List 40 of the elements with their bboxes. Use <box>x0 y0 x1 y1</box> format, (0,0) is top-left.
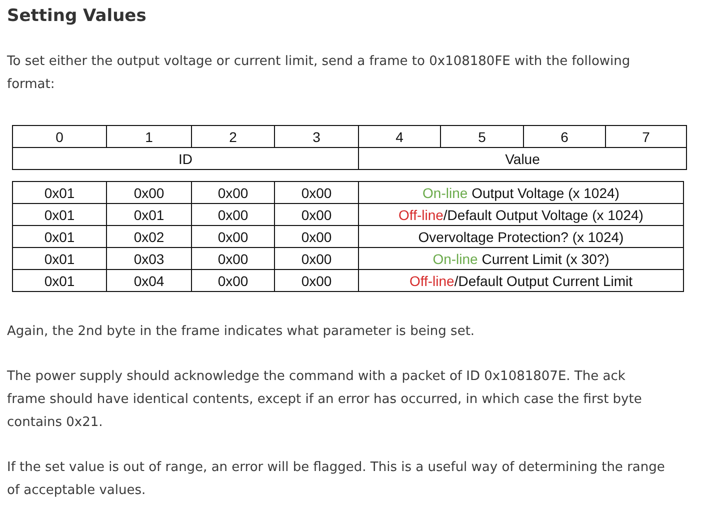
table-cell: Off-line/Default Output Current Limit <box>358 270 684 292</box>
table-cell: 0x01 <box>12 270 106 292</box>
table-cell: 6 <box>524 126 606 148</box>
table-cell: Value <box>358 148 686 170</box>
table-cell: 0x01 <box>12 248 106 270</box>
table-cell: 0x00 <box>274 204 358 226</box>
paragraph: If the set value is out of range, an error will be flagged. This is a useful way of determining the range of acceptable values. <box>7 459 666 500</box>
table-cell: ID <box>12 148 358 170</box>
table-cell: 1 <box>106 126 192 148</box>
table-cell: Overvoltage Protection? (x 1024) <box>358 226 684 248</box>
paragraph: Again, the 2nd byte in the frame indicates what parameter is being set. <box>7 323 476 341</box>
table-cell: 7 <box>606 126 686 148</box>
table-cell: 0x00 <box>274 248 358 270</box>
table-cell: 0x00 <box>192 270 274 292</box>
table-cell: 0x01 <box>12 226 106 248</box>
table-cell: 2 <box>192 126 274 148</box>
table-cell: 0x00 <box>106 182 192 204</box>
table-cell: 0x03 <box>106 248 192 270</box>
table-cell: 0x00 <box>192 226 274 248</box>
table-cell: 0x00 <box>192 204 274 226</box>
table-cell: 0x01 <box>12 204 106 226</box>
table-cell: 0x02 <box>106 226 192 248</box>
table-cell: 0x00 <box>274 226 358 248</box>
paragraph: The power supply should acknowledge the command with a packet of ID 0x1081807E. The ack frame should have identical contents, except if an error has occurred, in which case the first byte contains 0x21. <box>7 368 643 432</box>
table-cell: 0x04 <box>106 270 192 292</box>
table-cell: 0x00 <box>274 270 358 292</box>
table-cell: On-line Output Voltage (x 1024) <box>358 182 684 204</box>
table-cell: Off-line/Default Output Voltage (x 1024) <box>358 204 684 226</box>
table-cell: 0x00 <box>192 248 274 270</box>
table-cell: On-line Current Limit (x 30?) <box>358 248 684 270</box>
table-cell: 0 <box>12 126 106 148</box>
table-cell: 0x00 <box>192 182 274 204</box>
table-cell: 3 <box>274 126 358 148</box>
table-cell: 0x00 <box>274 182 358 204</box>
table-cell: 5 <box>440 126 524 148</box>
table-cell: 0x01 <box>12 182 106 204</box>
heading: Setting Values <box>7 6 146 26</box>
paragraph: To set either the output voltage or current limit, send a frame to 0x108180FE with the following format: <box>7 53 632 94</box>
table-cell: 0x01 <box>106 204 192 226</box>
table-cell: 4 <box>358 126 440 148</box>
